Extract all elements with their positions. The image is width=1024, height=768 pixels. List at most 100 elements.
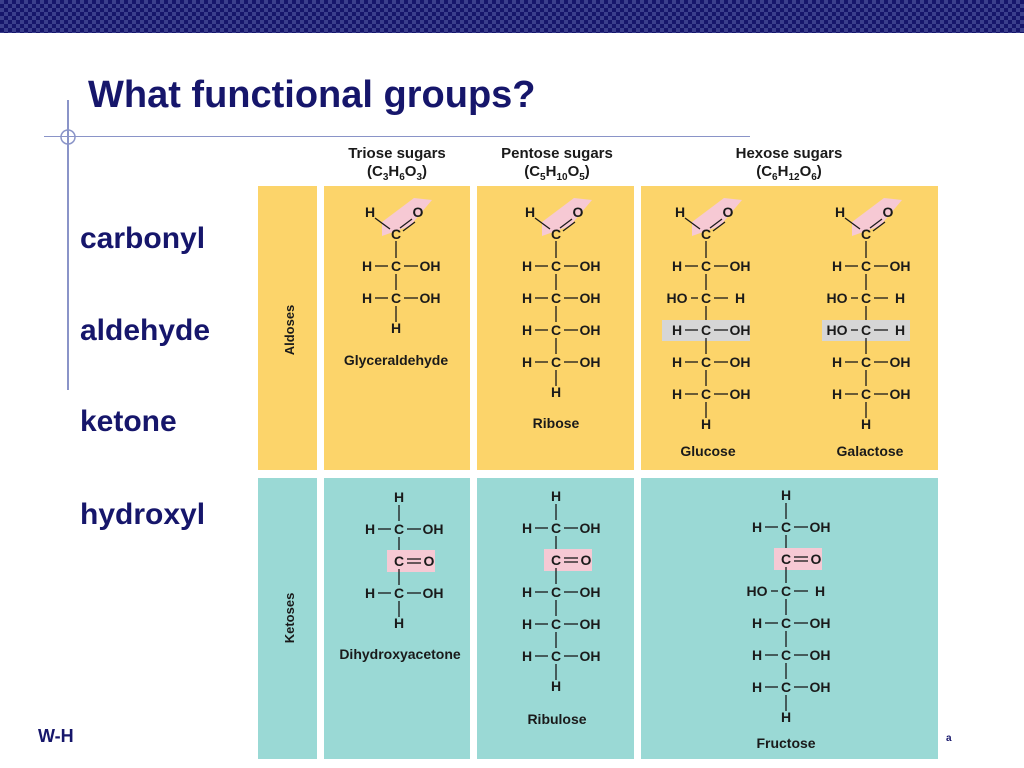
atom-aldehyde-h: H bbox=[835, 204, 845, 220]
atom-left: HO bbox=[667, 290, 688, 306]
atom-right: OH bbox=[810, 615, 831, 631]
atom-carbon: C bbox=[861, 322, 871, 338]
aldehyde-highlight bbox=[692, 198, 742, 236]
atom-left: H bbox=[365, 585, 375, 601]
atom-aldehyde-h: H bbox=[525, 204, 535, 220]
atom-right: H bbox=[895, 290, 905, 306]
atom-left: H bbox=[752, 519, 762, 535]
atom-terminal-h: H bbox=[551, 488, 561, 504]
atom-right: OH bbox=[580, 648, 601, 664]
atom-aldehyde-h: H bbox=[365, 204, 375, 220]
decor-horizontal-line bbox=[44, 136, 750, 137]
atom-carbon: C bbox=[701, 386, 711, 402]
ketone-highlight bbox=[387, 550, 435, 572]
sugar-name-ribose: Ribose bbox=[533, 415, 580, 431]
atom-carbon: C bbox=[391, 258, 401, 274]
top-band bbox=[0, 0, 1024, 33]
atom-right: OH bbox=[730, 322, 751, 338]
atom-ketone-o: O bbox=[424, 553, 435, 569]
row-label-aldoses: Aldoses bbox=[282, 305, 297, 356]
atom-left: H bbox=[365, 521, 375, 537]
atom-carbon: C bbox=[551, 354, 561, 370]
atom-right: OH bbox=[580, 322, 601, 338]
footnote-mark: a bbox=[946, 733, 952, 744]
atom-carbon: C bbox=[391, 290, 401, 306]
atom-left: H bbox=[522, 322, 532, 338]
atom-right: OH bbox=[423, 521, 444, 537]
atom-carbon: C bbox=[861, 226, 871, 242]
sugar-name-glucose: Glucose bbox=[680, 443, 735, 459]
atom-left: H bbox=[522, 648, 532, 664]
atom-carbon: C bbox=[701, 258, 711, 274]
atom-right: OH bbox=[890, 354, 911, 370]
atom-right: OH bbox=[420, 258, 441, 274]
atom-right: OH bbox=[730, 354, 751, 370]
atom-right: OH bbox=[420, 290, 441, 306]
atom-carbon: C bbox=[701, 322, 711, 338]
header-triose: Triose sugars bbox=[348, 145, 446, 162]
atom-left: H bbox=[362, 258, 372, 274]
atom-carbon: C bbox=[781, 519, 791, 535]
atom-right: OH bbox=[580, 290, 601, 306]
atom-left: H bbox=[522, 290, 532, 306]
atom-left: H bbox=[522, 520, 532, 536]
atom-carbon: C bbox=[701, 290, 711, 306]
atom-terminal-h: H bbox=[391, 320, 401, 336]
atom-right: OH bbox=[810, 647, 831, 663]
footer-label: W-H bbox=[38, 726, 74, 746]
term-hydroxyl: hydroxyl bbox=[80, 498, 206, 531]
atom-terminal-h: H bbox=[781, 487, 791, 503]
atom-right: OH bbox=[580, 616, 601, 632]
atom-left: H bbox=[752, 615, 762, 631]
row-label-ketoses: Ketoses bbox=[282, 593, 297, 644]
atom-carbon: C bbox=[781, 615, 791, 631]
formula-triose: (C3H6O3) bbox=[367, 163, 427, 183]
atom-left: HO bbox=[747, 583, 768, 599]
formula-hexose: (C6H12O6) bbox=[756, 163, 822, 183]
atom-carbon: C bbox=[861, 258, 871, 274]
atom-left: H bbox=[752, 647, 762, 663]
atom-left: H bbox=[832, 258, 842, 274]
atom-right: H bbox=[895, 322, 905, 338]
atom-terminal-h: H bbox=[781, 709, 791, 725]
atom-left: H bbox=[752, 679, 762, 695]
atom-left: H bbox=[832, 386, 842, 402]
atom-left: H bbox=[672, 258, 682, 274]
atom-carbon: C bbox=[861, 386, 871, 402]
sugar-name-fructose: Fructose bbox=[756, 735, 815, 751]
atom-terminal-h: H bbox=[394, 489, 404, 505]
aldehyde-highlight bbox=[382, 198, 432, 236]
atom-carbon: C bbox=[394, 553, 404, 569]
sugar-name-dihydroxyacetone: Dihydroxyacetone bbox=[339, 646, 461, 662]
atom-aldehyde-h: H bbox=[675, 204, 685, 220]
decor-vertical-line bbox=[67, 100, 69, 390]
atom-terminal-h: H bbox=[551, 678, 561, 694]
atom-carbon: C bbox=[861, 354, 871, 370]
ketoses-row-background bbox=[258, 477, 938, 759]
atom-carbon: C bbox=[551, 290, 561, 306]
atom-right: OH bbox=[890, 258, 911, 274]
term-aldehyde: aldehyde bbox=[80, 314, 211, 347]
atom-carbon: C bbox=[551, 520, 561, 536]
hydroxyl-highlight bbox=[822, 320, 910, 341]
header-pentose: Pentose sugars bbox=[501, 145, 613, 162]
atom-right: OH bbox=[580, 258, 601, 274]
hydroxyl-highlight bbox=[662, 320, 750, 341]
atom-ketone-o: O bbox=[811, 551, 822, 567]
atom-aldehyde-o: O bbox=[573, 204, 584, 220]
atom-carbon: C bbox=[551, 258, 561, 274]
atom-right: OH bbox=[580, 354, 601, 370]
atom-terminal-h: H bbox=[551, 384, 561, 400]
atom-left: H bbox=[522, 616, 532, 632]
sugar-name-ribulose: Ribulose bbox=[527, 711, 586, 727]
atom-carbon: C bbox=[781, 647, 791, 663]
ketone-highlight bbox=[544, 549, 592, 571]
atom-carbon: C bbox=[781, 679, 791, 695]
atom-carbon: C bbox=[701, 226, 711, 242]
atom-ketone-o: O bbox=[581, 552, 592, 568]
atom-left: H bbox=[672, 386, 682, 402]
atom-right: OH bbox=[580, 520, 601, 536]
aldehyde-highlight bbox=[852, 198, 902, 236]
aldehyde-highlight bbox=[542, 198, 592, 236]
sugar-name-glyceraldehyde: Glyceraldehyde bbox=[344, 352, 448, 368]
